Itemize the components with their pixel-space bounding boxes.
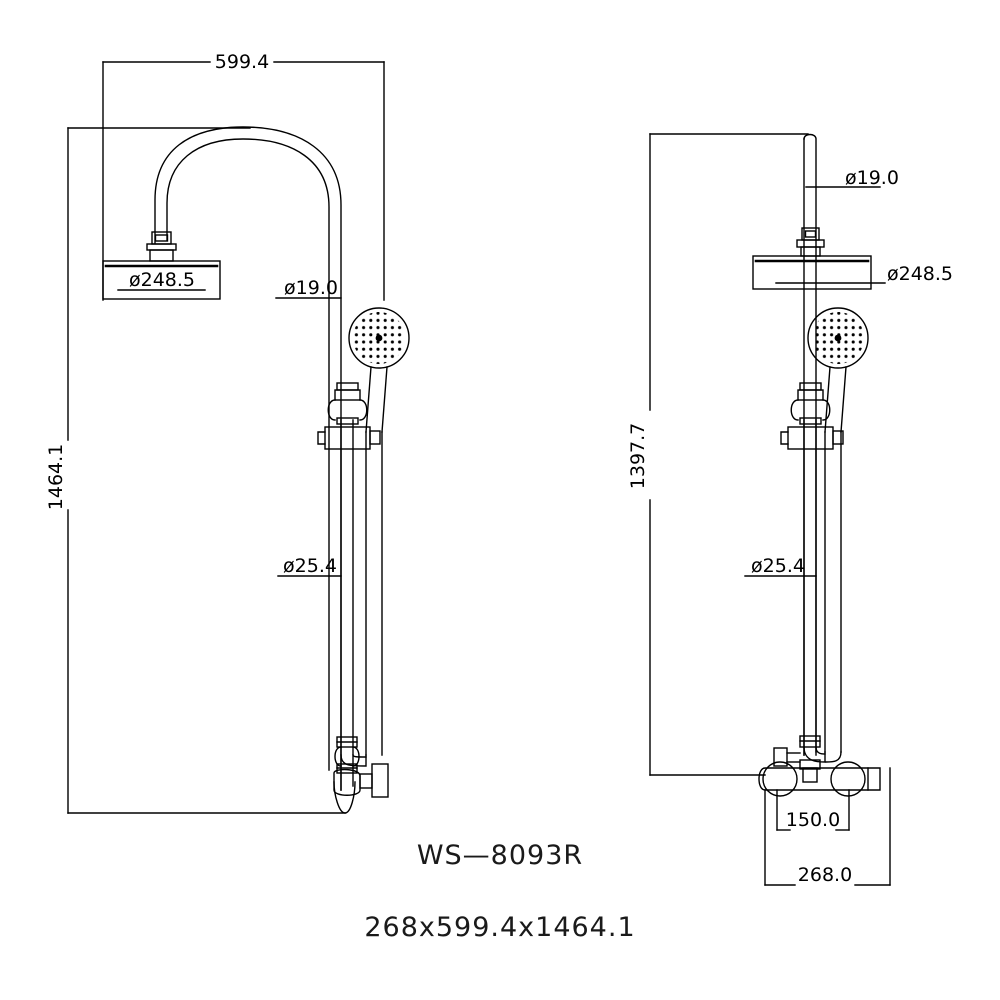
dim-label-dia-19-side: ø19.0 xyxy=(845,167,899,189)
diverter-valve-front xyxy=(327,382,368,425)
lower-elbow-front xyxy=(334,736,367,774)
front-view-group xyxy=(67,61,410,814)
dim-label-150-0: 150.0 xyxy=(786,809,840,831)
dimension-599-4 xyxy=(102,61,385,301)
dim-label-268-0: 268.0 xyxy=(798,864,852,886)
dimension-text-group: 599.4 1464.1 ø248.5 ø19.0 ø25.4 1397.7 ø… xyxy=(45,51,953,886)
slide-rail-side xyxy=(803,419,842,756)
shower-head-connector-front xyxy=(146,231,177,262)
dimension-268-0 xyxy=(764,767,891,886)
hand-shower-side xyxy=(807,307,869,433)
dim-label-dia-19-front: ø19.0 xyxy=(284,277,338,299)
dim-label-dia-25-side: ø25.4 xyxy=(751,555,805,577)
hand-shower-holder-front xyxy=(317,426,381,450)
dim-label-1464-1: 1464.1 xyxy=(45,444,67,510)
dimension-150-0 xyxy=(776,789,850,831)
shower-head-connector-side xyxy=(796,227,825,257)
slide-rail-front xyxy=(340,419,383,791)
model-code-label: WS—8093R xyxy=(416,840,584,871)
dim-label-dia-25-front: ø25.4 xyxy=(283,555,337,577)
dimension-1464-1 xyxy=(67,127,346,814)
lower-elbow-side xyxy=(773,735,842,783)
dim-label-1397-7: 1397.7 xyxy=(627,423,649,489)
mixer-body-side xyxy=(758,761,881,797)
overall-dimensions-label: 268x599.4x1464.1 xyxy=(364,912,636,943)
overhead-shower-head-side xyxy=(752,255,872,290)
hand-shower-front xyxy=(348,307,410,433)
dimension-1397-7 xyxy=(649,133,809,776)
dim-label-599-4: 599.4 xyxy=(215,51,269,73)
overhead-shower-head-front xyxy=(102,260,221,300)
diverter-valve-side xyxy=(790,382,831,425)
dim-label-dia-248-side: ø248.5 xyxy=(887,263,953,285)
hand-shower-holder-side xyxy=(780,426,844,450)
shower-arm-front xyxy=(154,126,342,791)
side-view-group xyxy=(649,133,891,886)
dim-label-dia-248-front: ø248.5 xyxy=(129,269,195,291)
mixer-body-front xyxy=(333,763,389,814)
